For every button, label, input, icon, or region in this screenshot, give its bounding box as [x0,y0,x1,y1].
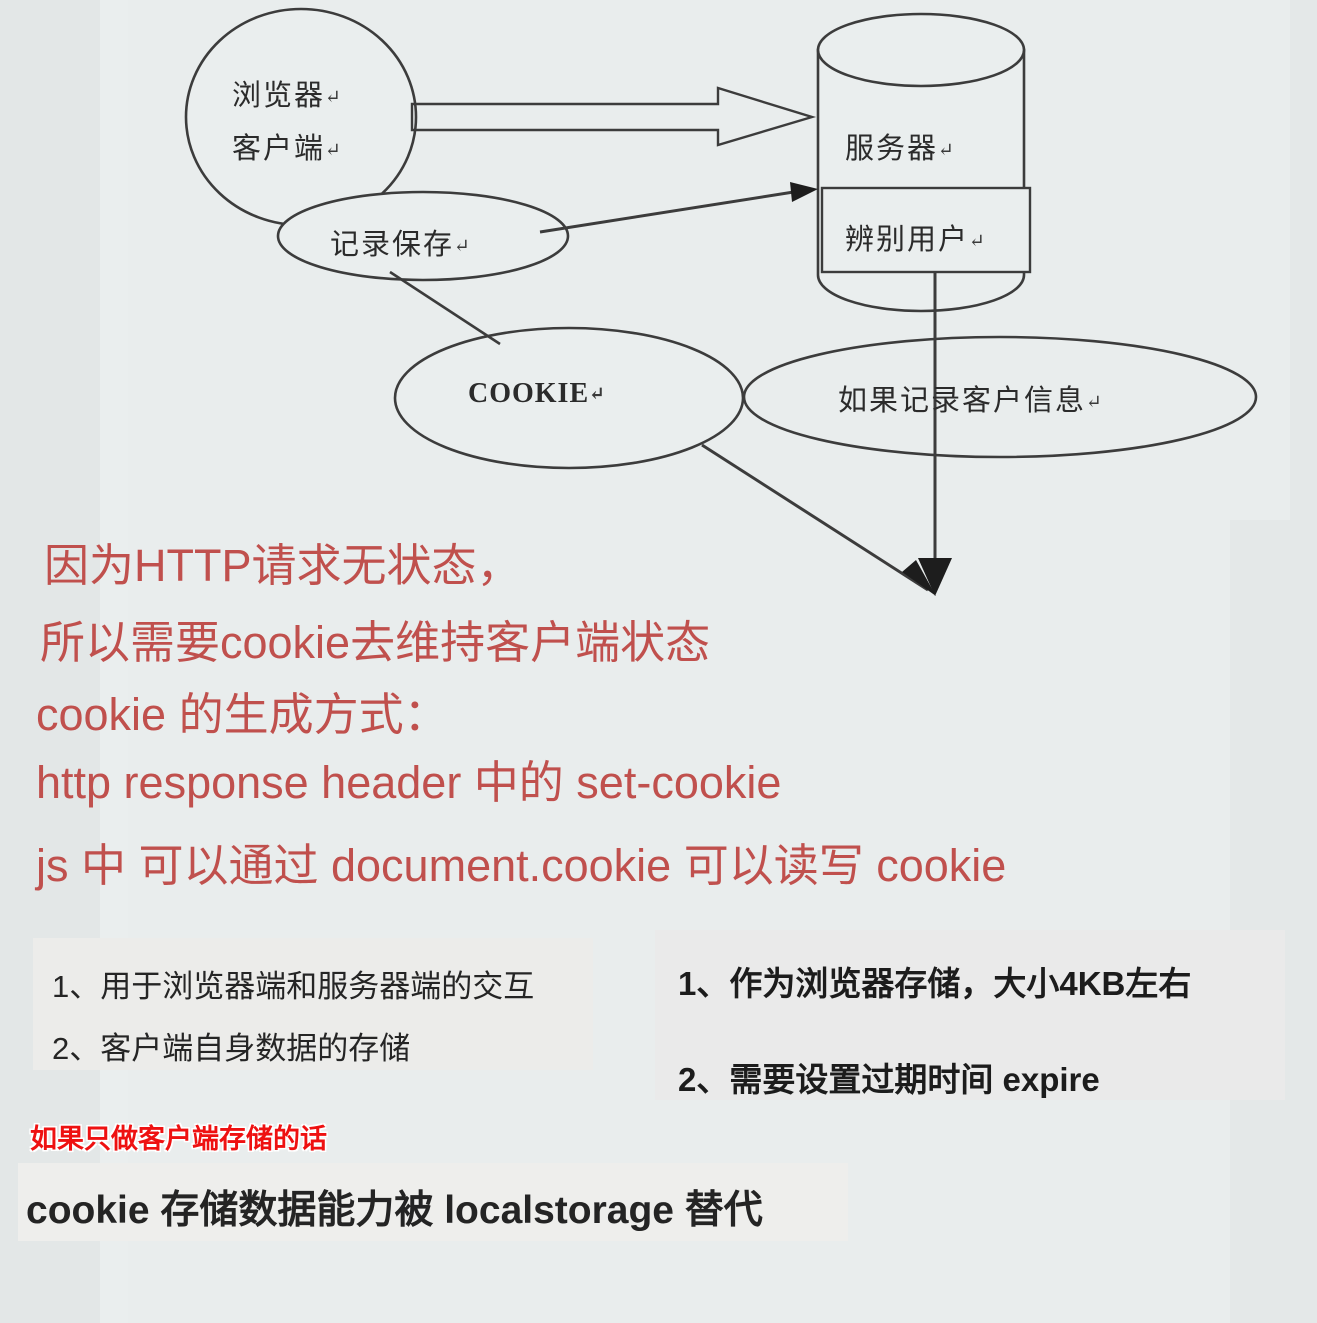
bottom-statement-panel-background [18,1163,848,1241]
if-record-info-ellipse [742,335,1258,459]
cookie-to-bottom-line [701,443,929,592]
pilcrow-icon: ↵ [1086,392,1104,413]
cookie-label: COOKIE↵ [468,378,607,409]
server-label: 服务器↵ [845,133,956,165]
request-block-arrow [410,86,817,147]
left-list-panel-background [33,938,593,1070]
right-list-panel-background [655,930,1285,1100]
pilcrow-icon: ↵ [969,231,987,252]
identify-to-bottom-arrowhead [918,558,952,596]
left-list-item-1: 1、用于浏览器端和服务器端的交互 [52,969,535,1004]
pilcrow-icon: ↵ [589,384,607,405]
pilcrow-icon: ↵ [938,140,956,161]
bottom-callout-text: 如果只做客户端存储的话 [30,1124,327,1154]
right-list-item-2: 2、需要设置过期时间 expire [678,1061,1100,1098]
bottom-statement-text: cookie 存储数据能力被 localstorage 替代 [26,1189,763,1232]
record-save-label: 记录保存↵ [330,229,472,261]
red-note-line-3: cookie 的生成方式： [36,689,449,740]
browser-client-label-line1: 浏览器↵ [232,80,343,112]
server-cylinder-top [816,12,1026,88]
if-record-info-label: 如果记录客户信息↵ [838,385,1104,417]
identify-user-label: 辨别用户↵ [845,224,987,256]
identify-user-rect [820,186,1032,274]
record-to-identify-line [539,189,801,234]
red-note-line-5: js 中 可以通过 document.cookie 可以读写 cookie [36,840,1007,891]
red-note-line-4: http response header 中的 set-cookie [36,757,782,808]
cookie-to-bottom-arrowhead [902,560,936,596]
record-save-ellipse [276,190,570,282]
record-to-identify-arrowhead [790,182,818,202]
left-list-item-2: 2、客户端自身数据的存储 [52,1031,411,1066]
record-to-cookie-line [389,270,501,346]
pilcrow-icon: ↵ [454,236,472,257]
right-list-item-1: 1、作为浏览器存储，大小4KB左右 [678,965,1192,1002]
pilcrow-icon: ↵ [325,140,343,161]
red-note-line-2: 所以需要cookie去维持客户端状态 [40,617,711,668]
pilcrow-icon: ↵ [325,87,343,108]
red-note-line-1: 因为HTTP请求无状态， [44,540,522,591]
browser-client-label-line2: 客户端↵ [232,133,343,165]
cookie-flow-diagram [184,7,1258,596]
